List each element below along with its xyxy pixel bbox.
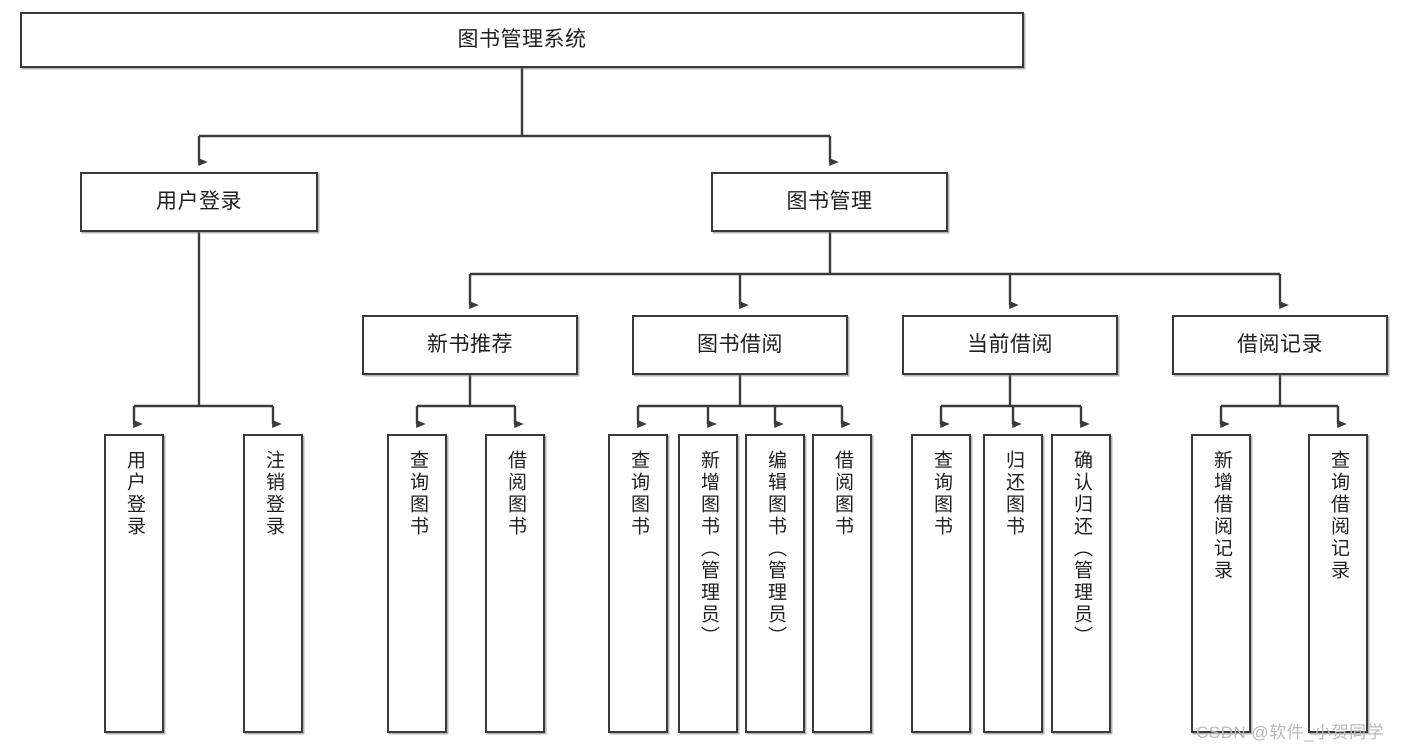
- edge-group-root: [197, 68, 839, 166]
- node-leaf-query-book-3[interactable]: 查询图书: [911, 434, 971, 733]
- edge-group-new-book-recommend: [415, 375, 524, 428]
- node-leaf-logout[interactable]: 注销登录: [243, 434, 303, 733]
- node-current-borrow[interactable]: 当前借阅: [902, 315, 1118, 375]
- node-new-book-recommend-label: 新书推荐: [427, 333, 513, 357]
- node-leaf-borrow-book-2[interactable]: 借阅图书: [812, 434, 872, 733]
- edge-group-borrow-record: [1219, 375, 1347, 428]
- node-borrow-record-label: 借阅记录: [1237, 333, 1323, 357]
- node-leaf-user-login-label: 用户登录: [123, 450, 145, 538]
- node-book-borrow[interactable]: 图书借阅: [632, 315, 848, 375]
- node-root-system-label: 图书管理系统: [457, 28, 587, 52]
- node-book-manage-label: 图书管理: [786, 190, 873, 214]
- edge-group-book-manage: [468, 232, 1289, 309]
- edge-group-user-login: [132, 232, 282, 428]
- node-book-manage[interactable]: 图书管理: [711, 172, 948, 232]
- node-leaf-borrow-book-1[interactable]: 借阅图书: [485, 434, 545, 733]
- node-leaf-edit-book[interactable]: 编辑图书（管理员）: [745, 434, 805, 733]
- node-book-borrow-label: 图书借阅: [697, 333, 783, 357]
- node-current-borrow-label: 当前借阅: [967, 333, 1053, 357]
- node-leaf-user-login[interactable]: 用户登录: [104, 434, 164, 733]
- node-leaf-query-book-2[interactable]: 查询图书: [608, 434, 668, 733]
- node-leaf-borrow-book-1-label: 借阅图书: [504, 450, 526, 538]
- node-leaf-confirm-return-label: 确认归还（管理员）: [1070, 450, 1092, 648]
- node-leaf-return-book[interactable]: 归还图书: [983, 434, 1043, 733]
- node-leaf-edit-book-label: 编辑图书（管理员）: [764, 450, 786, 648]
- node-user-login[interactable]: 用户登录: [80, 172, 318, 232]
- edge-group-book-borrow: [636, 375, 851, 428]
- node-leaf-add-record-label: 新增借阅记录: [1210, 450, 1232, 582]
- node-leaf-borrow-book-2-label: 借阅图书: [831, 450, 853, 538]
- node-leaf-query-book-2-label: 查询图书: [627, 450, 649, 538]
- edge-group-current-borrow: [939, 375, 1090, 428]
- node-leaf-logout-label: 注销登录: [262, 450, 284, 538]
- node-leaf-query-record[interactable]: 查询借阅记录: [1308, 434, 1368, 733]
- node-leaf-add-book[interactable]: 新增图书（管理员）: [678, 434, 738, 733]
- node-leaf-return-book-label: 归还图书: [1002, 450, 1024, 538]
- node-leaf-add-record[interactable]: 新增借阅记录: [1191, 434, 1251, 733]
- node-leaf-query-book-1-label: 查询图书: [406, 450, 428, 538]
- node-user-login-label: 用户登录: [156, 190, 242, 214]
- node-leaf-query-book-3-label: 查询图书: [930, 450, 952, 538]
- node-leaf-query-record-label: 查询借阅记录: [1327, 450, 1349, 582]
- node-borrow-record[interactable]: 借阅记录: [1172, 315, 1388, 375]
- node-leaf-query-book-1[interactable]: 查询图书: [387, 434, 447, 733]
- node-leaf-add-book-label: 新增图书（管理员）: [697, 450, 719, 648]
- node-leaf-confirm-return[interactable]: 确认归还（管理员）: [1051, 434, 1111, 733]
- node-new-book-recommend[interactable]: 新书推荐: [362, 315, 578, 375]
- node-root-system[interactable]: 图书管理系统: [20, 12, 1024, 68]
